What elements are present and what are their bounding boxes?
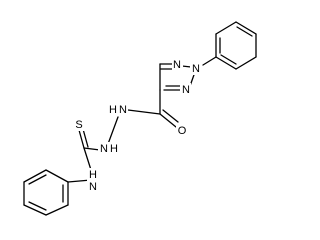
- bond-thiocarbonyl-sulfur: [78, 129, 85, 149]
- bond-thiocarbonyl-nh: [83, 147, 92, 171]
- bond-carbonyl-oxygen: [159, 113, 177, 128]
- molecule-structure: N N N H N N H O S H N: [23, 21, 257, 216]
- svg-text:H: H: [109, 104, 117, 116]
- svg-text:N: N: [173, 59, 181, 71]
- bond-thiocarbonyl-sulfur-2: [82, 128, 89, 148]
- hydrazide-nh-lower-label: N H: [98, 142, 119, 155]
- hydrazide-nh-upper-label: H N: [107, 103, 128, 116]
- svg-text:N: N: [119, 104, 127, 116]
- bond-nh-thiocarbonyl: [83, 147, 101, 151]
- anilino-nh-label: H N: [87, 168, 98, 194]
- bond-phenyl-triazole: [202, 56, 217, 66]
- molecule-diagram: N N N H N N H O S H N: [23, 21, 257, 216]
- triazole-n2-label: N: [190, 62, 201, 75]
- bond-carbonyl-nh: [127, 109, 161, 115]
- svg-text:S: S: [75, 119, 82, 131]
- phenyl-ring-bottom: [23, 169, 69, 216]
- svg-text:H: H: [110, 143, 118, 155]
- triazole-n3-label: N: [180, 83, 191, 96]
- phenyl-ring-top: [215, 21, 257, 70]
- svg-text:O: O: [178, 125, 187, 137]
- svg-text:N: N: [192, 63, 200, 75]
- svg-text:H: H: [89, 169, 97, 181]
- svg-text:N: N: [182, 84, 190, 96]
- triazole-n1-label: N: [172, 58, 183, 71]
- svg-text:N: N: [89, 181, 97, 193]
- bond-carbonyl-oxygen-2: [162, 109, 179, 123]
- carbonyl-oxygen-label: O: [176, 124, 188, 137]
- thione-sulfur-label: S: [74, 118, 85, 131]
- triazole-ring: [159, 63, 196, 91]
- svg-text:N: N: [100, 143, 108, 155]
- bond-nh-nh: [107, 116, 119, 145]
